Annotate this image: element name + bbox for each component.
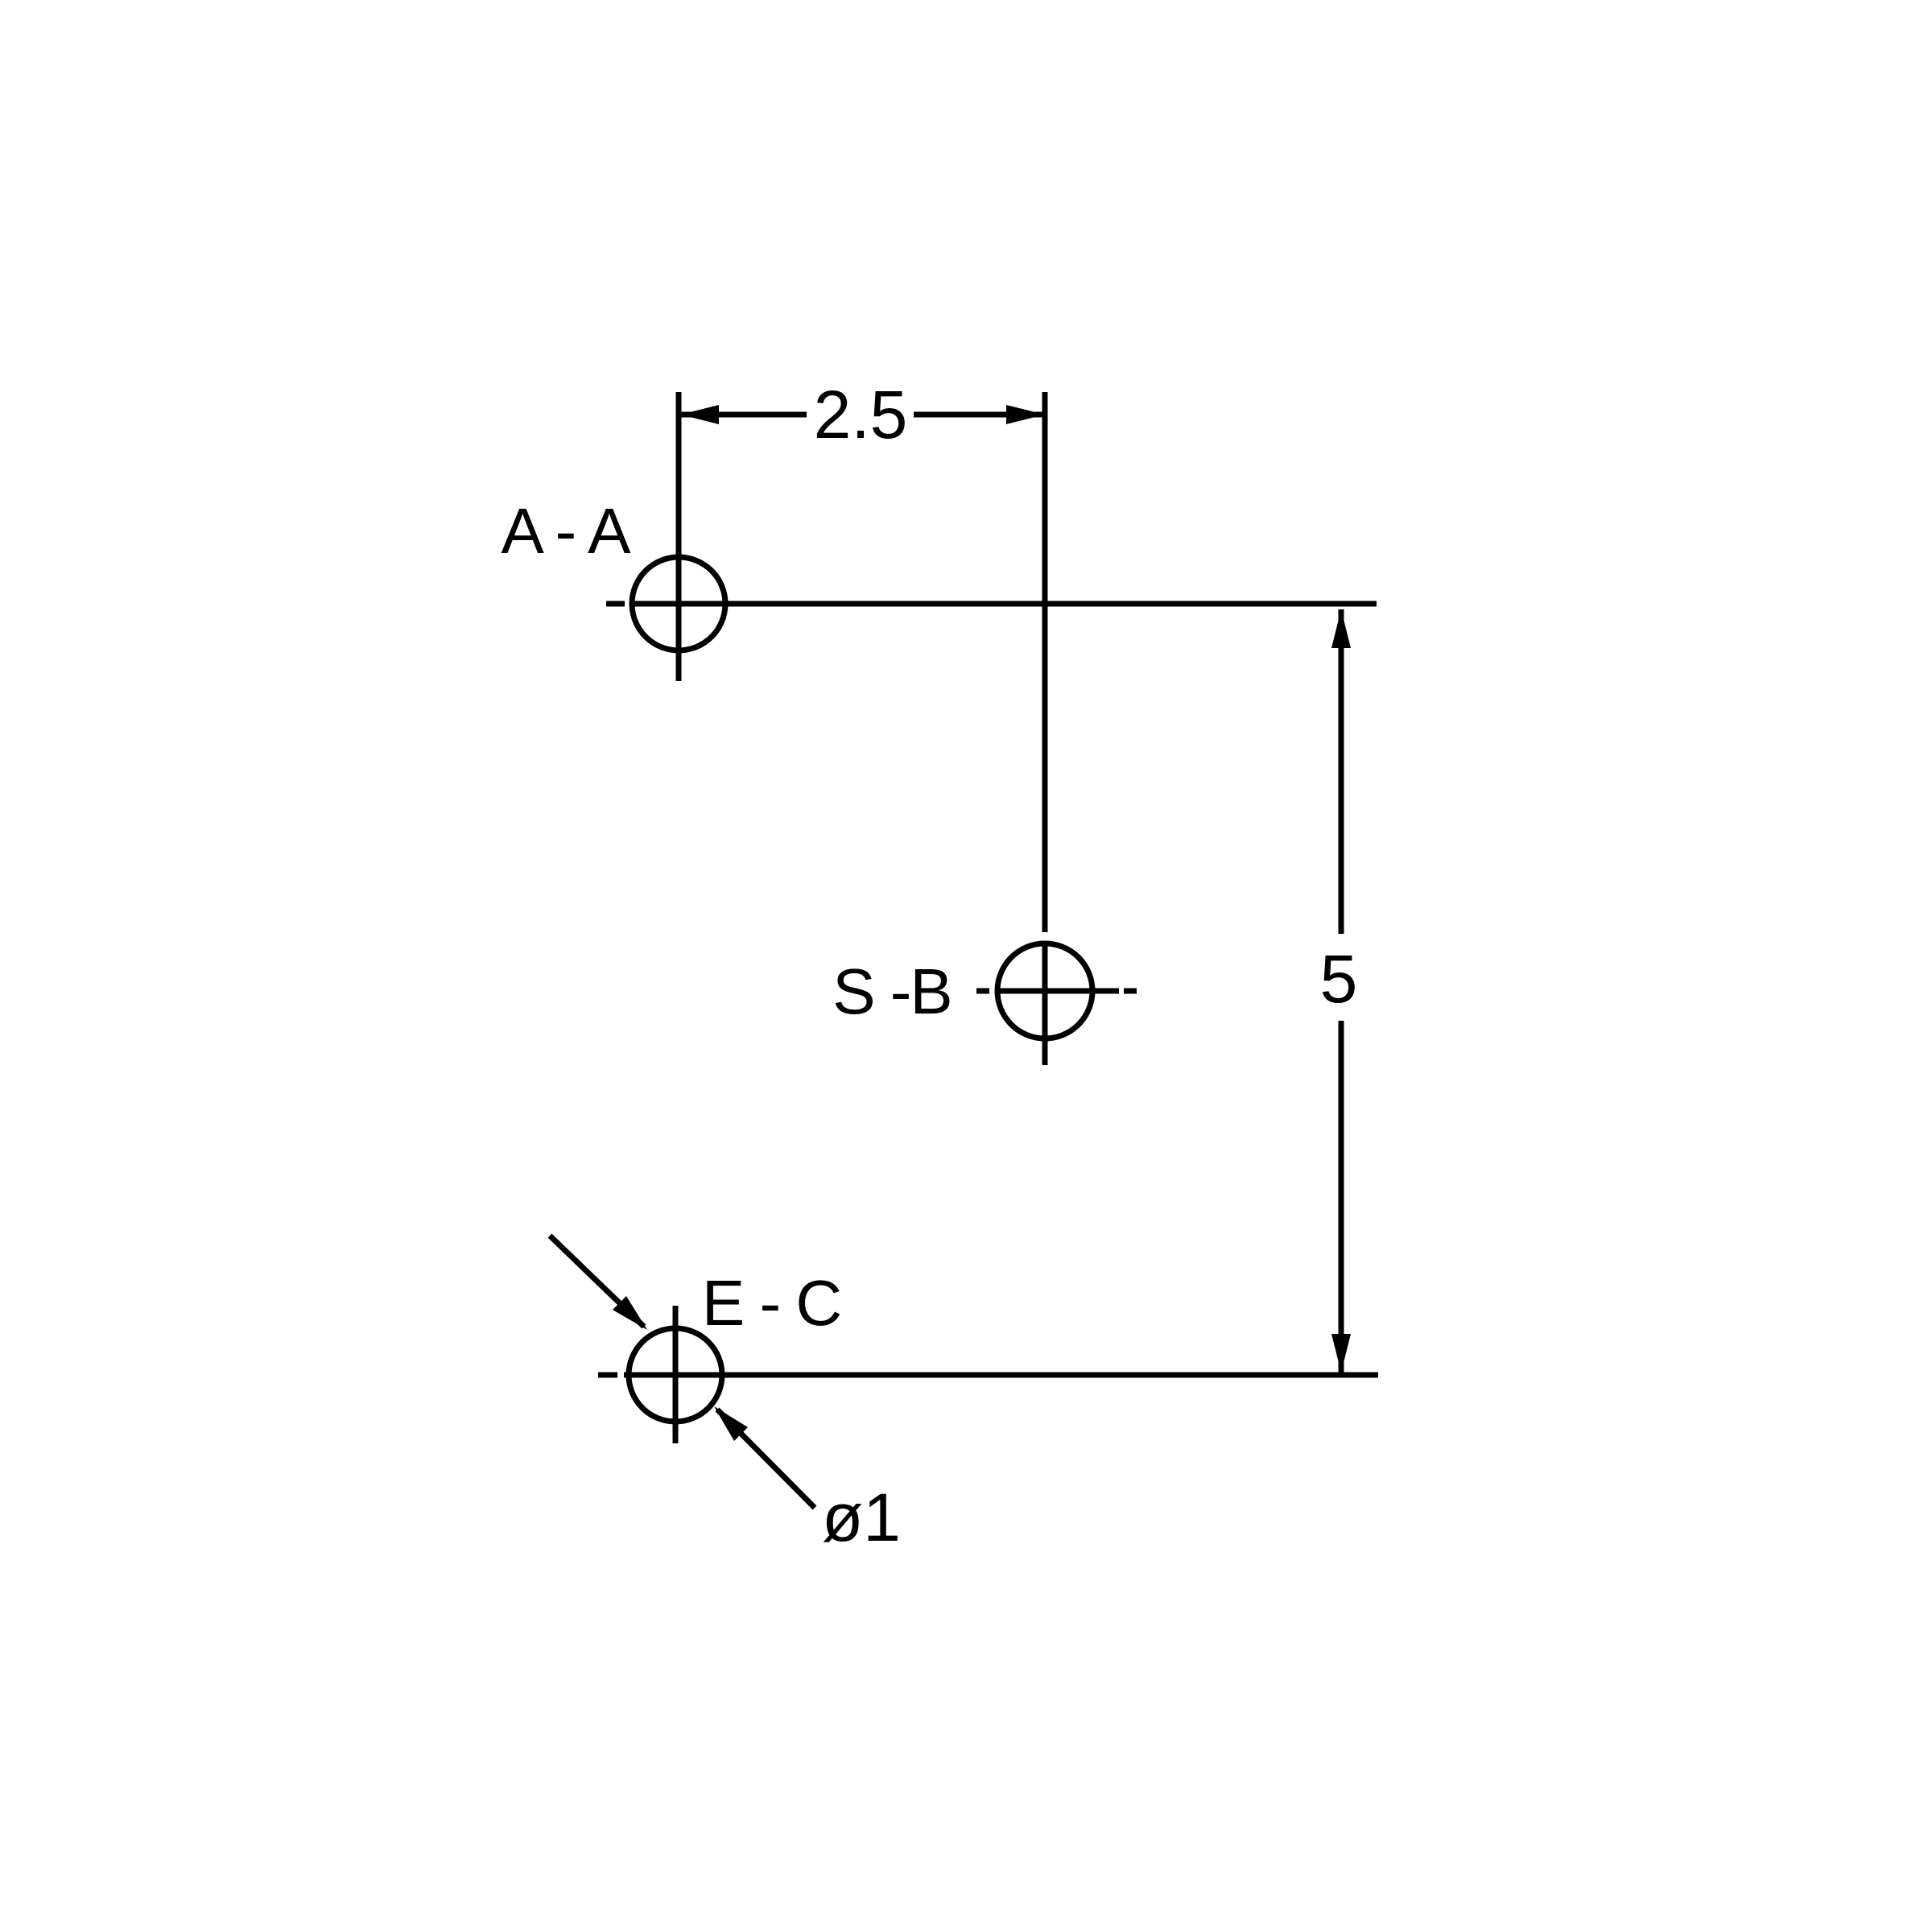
drawing-annotations: A - A S -B E - C 2.5 5 ø1: [502, 377, 1358, 1555]
dim-horizontal-value: 2.5: [814, 377, 908, 452]
dim-horizontal-arrow-right-icon: [1006, 405, 1045, 424]
diameter-value: ø1: [822, 1480, 901, 1555]
leader-arrow-upper-icon: [613, 1296, 647, 1330]
drawing-linework: [547, 392, 1378, 1510]
dim-vertical-value: 5: [1320, 941, 1358, 1017]
hole-b-group: [976, 392, 1137, 1065]
hole-b-label: S -B: [832, 956, 952, 1027]
leader-arrow-lower-icon: [714, 1406, 748, 1441]
diameter-leader-group: [547, 1233, 817, 1510]
dim-horizontal-group: [680, 405, 1045, 424]
dim-vertical-arrow-down-icon: [1331, 1334, 1351, 1373]
dim-vertical-group: [1331, 609, 1351, 1373]
hole-a-group: [606, 392, 1377, 681]
hole-a-label: A - A: [502, 495, 632, 567]
hole-c-label: E - C: [702, 1267, 840, 1339]
dim-vertical-arrow-up-icon: [1331, 609, 1351, 648]
dim-horizontal-arrow-left-icon: [680, 405, 719, 424]
hole-c-group: [598, 1306, 1378, 1443]
